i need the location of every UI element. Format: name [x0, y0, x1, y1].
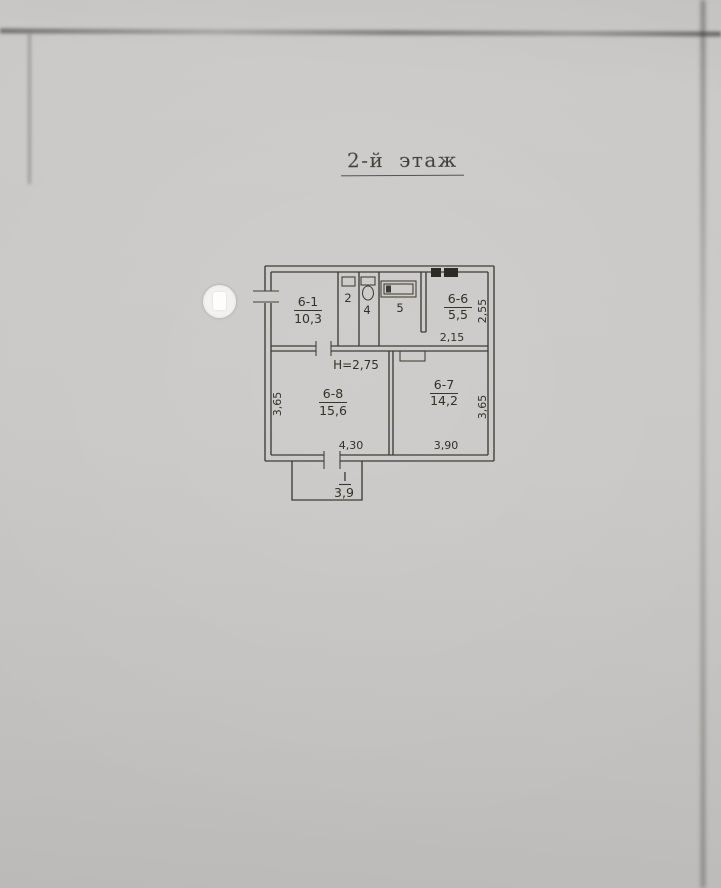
closet	[380, 280, 417, 298]
room-6-6-area: 5,5	[448, 307, 468, 322]
room-6-7-area: 14,2	[430, 393, 458, 408]
room-6-6-number: 6-6	[448, 291, 468, 306]
room-5-number: 5	[396, 301, 403, 315]
room-6-1-number: 6-1	[298, 294, 318, 309]
dim-6-7-right: 3,65	[476, 395, 489, 420]
balcony-outline	[291, 461, 363, 501]
balcony-area: 3,9	[334, 485, 354, 500]
room-6-1-area: 10,3	[294, 311, 322, 326]
door-marks	[253, 290, 341, 469]
balcony-number: I	[343, 469, 347, 484]
label-underlines	[294, 306, 472, 486]
room-6-8-number: 6-8	[323, 386, 343, 401]
room-6-7-number: 6-7	[434, 377, 454, 392]
room-2-number: 2	[344, 291, 351, 305]
dim-6-6-bottom: 2,15	[440, 331, 465, 344]
dim-6-8-bottom: 4,30	[339, 439, 364, 452]
dim-6-7-bottom: 3,90	[434, 439, 459, 452]
room-6-8-area: 15,6	[319, 403, 347, 418]
sink-icon	[341, 276, 356, 287]
hole-punch-center	[213, 292, 226, 310]
toilet-icon	[360, 276, 376, 301]
hole-punch-sticker	[203, 285, 236, 318]
duct-block	[399, 350, 426, 362]
room-4-number: 4	[363, 303, 370, 317]
dim-6-6-right: 2,55	[476, 299, 489, 324]
ceiling-height-note: H=2,75	[333, 358, 379, 372]
closet-mark	[386, 285, 391, 293]
vent-shafts-icon	[431, 268, 458, 277]
dim-6-8-left: 3,65	[271, 392, 284, 417]
